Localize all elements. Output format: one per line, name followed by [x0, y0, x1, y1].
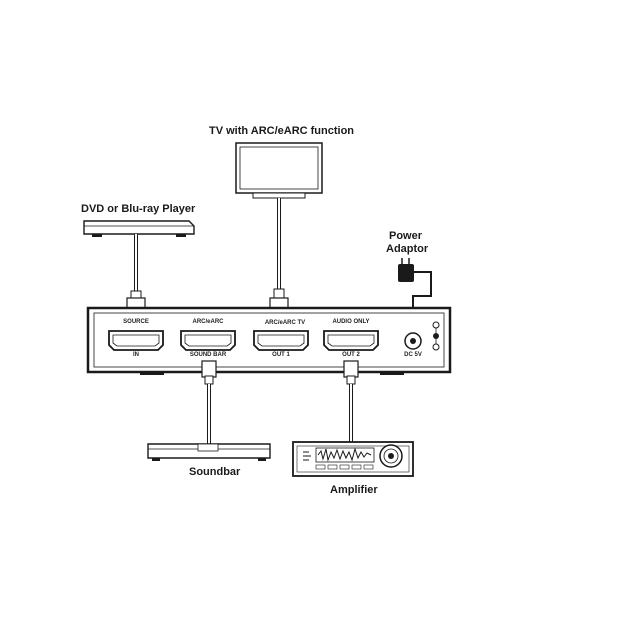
port-label-in: IN: [133, 352, 139, 358]
amplifier-cable: [343, 360, 359, 442]
port-label-soundbar: SOUND BAR: [189, 352, 227, 358]
amplifier-label: Amplifier: [330, 484, 378, 496]
dvd-player-icon: [83, 220, 195, 237]
port-label-arc: ARC/eARC: [192, 319, 224, 325]
dc-port-icon: [404, 332, 422, 350]
port-label-out1: OUT 1: [272, 352, 290, 358]
hdmi-port-audio: [323, 330, 379, 351]
hdmi-port-source: [108, 330, 164, 351]
tv-icon: [235, 142, 323, 199]
port-label-out2: OUT 2: [342, 352, 360, 358]
player-label: DVD or Blu-ray Player: [81, 203, 196, 215]
soundbar-icon: [147, 443, 271, 461]
port-label-source: SOURCE: [123, 319, 149, 325]
port-label-audio-only: AUDIO ONLY: [332, 319, 370, 325]
hdmi-port-arc: [180, 330, 236, 351]
port-label-dc5v: DC 5V: [404, 352, 422, 358]
power-label-line2: Adaptor: [386, 243, 429, 255]
player-cable: [126, 234, 146, 315]
hdmi-port-tv: [253, 330, 309, 351]
power-label-line1: Power: [389, 230, 423, 242]
soundbar-cable: [201, 360, 217, 444]
polarity-icon: [432, 321, 440, 351]
amplifier-icon: [292, 441, 414, 477]
tv-label: TV with ARC/eARC function: [209, 125, 355, 137]
port-label-arc-tv: ARC/eARC TV: [264, 320, 306, 326]
tv-cable: [260, 198, 298, 317]
soundbar-label: Soundbar: [189, 466, 241, 478]
